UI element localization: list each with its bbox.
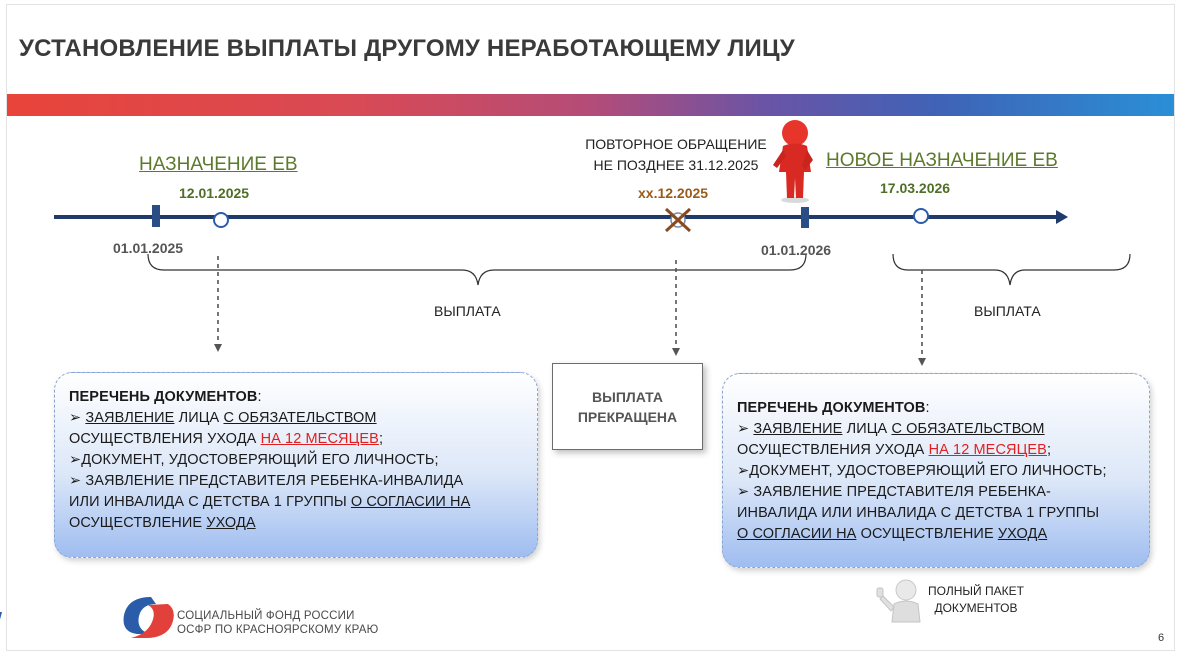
docs-left-l6a: ОСУЩЕСТВЛЕНИЕ — [69, 515, 207, 531]
repeat-heading-line2: НЕ ПОЗДНЕЕ 31.12.2025 — [593, 157, 759, 173]
dashed-arrow-left — [214, 256, 222, 352]
docs-right-line-1: ➢ ЗАЯВЛЕНИЕ ЛИЦА С ОБЯЗАТЕЛЬСТВОМ — [737, 419, 1135, 440]
docs-right-l1d: С ОБЯЗАТЕЛЬСТВОМ — [891, 421, 1045, 437]
organization-name: СОЦИАЛЬНЫЙ ФОНД РОССИИ ОСФР ПО КРАСНОЯРС… — [177, 609, 378, 637]
cross-icon — [664, 207, 692, 233]
docs-right-line-5: ИНВАЛИДА ИЛИ ИНВАЛИДА С ДЕТСТВА 1 ГРУППЫ — [737, 505, 1100, 521]
docs-left-line-3: ➢ДОКУМЕНТ, УДОСТОВЕРЯЮЩИЙ ЕГО ЛИЧНОСТЬ; — [69, 452, 439, 468]
docs-left-l2c: ; — [378, 431, 384, 447]
docs-right-l6a: О СОГЛАСИИ НА — [737, 526, 857, 542]
docs-right-l6b: ОСУЩЕСТВЛЕНИЕ — [856, 526, 998, 542]
stop-box-line1: ВЫПЛАТА — [592, 388, 663, 405]
docs-right-line-6: О СОГЛАСИИ НА ОСУЩЕСТВЛЕНИЕ УХОДА — [737, 524, 1135, 545]
docs-right-line-2: ОСУЩЕСТВЛЕНИЯ УХОДА НА 12 МЕСЯЦЕВ; — [737, 440, 1135, 461]
docs-right-l6c: УХОДА — [997, 526, 1048, 542]
docs-left-l5a: ИЛИ ИНВАЛИДА С ДЕТСТВА 1 ГРУППЫ — [69, 494, 351, 510]
header-gradient-bar — [7, 94, 1174, 116]
red-figure-icon — [773, 120, 813, 203]
payment-label-2: ВЫПЛАТА — [974, 303, 1041, 319]
docs-right-l1c: ЛИЦА — [842, 421, 892, 437]
docs-left-l6b: УХОДА — [206, 515, 256, 531]
docs-left-line-head: ПЕРЕЧЕНЬ ДОКУМЕНТОВ: — [69, 387, 523, 408]
docs-right-heading: ПЕРЕЧЕНЬ ДОКУМЕНТОВ — [737, 400, 926, 416]
docs-left-l1c: ЛИЦА — [174, 410, 224, 426]
docs-left-colon: : — [257, 389, 262, 405]
timeline-arrowhead — [1056, 210, 1068, 224]
documents-box-right: ПЕРЕЧЕНЬ ДОКУМЕНТОВ: ➢ ЗАЯВЛЕНИЕ ЛИЦА С … — [722, 373, 1150, 568]
org-line1: СОЦИАЛЬНЫЙ ФОНД РОССИИ — [177, 610, 355, 622]
docs-right-line-3: ➢ДОКУМЕНТ, УДОСТОВЕРЯЮЩИЙ ЕГО ЛИЧНОСТЬ; — [737, 463, 1107, 479]
docs-left-l2b: НА 12 МЕСЯЦЕВ — [260, 431, 379, 447]
first-assignment-heading: НАЗНАЧЕНИЕ ЕВ — [139, 154, 298, 175]
docs-right-l1b: ЗАЯВЛЕНИЕ — [753, 421, 843, 437]
start-date-2025: 01.01.2025 — [113, 240, 184, 256]
package-line2: ДОКУМЕНТОВ — [934, 601, 1018, 615]
full-package-label: ПОЛНЫЙ ПАКЕТ ДОКУМЕНТОВ — [928, 583, 1024, 617]
docs-right-colon: : — [925, 400, 930, 416]
repeat-heading-line1: ПОВТОРНОЕ ОБРАЩЕНИЕ — [585, 136, 767, 152]
bullet-arrow: ➢ — [737, 421, 754, 437]
new-assignment-date: 17.03.2026 — [880, 180, 951, 196]
docs-right-line-4: ➢ ЗАЯВЛЕНИЕ ПРЕДСТАВИТЕЛЯ РЕБЕНКА- — [737, 484, 1051, 500]
docs-left-line-1: ➢ ЗАЯВЛЕНИЕ ЛИЦА С ОБЯЗАТЕЛЬСТВОМ — [69, 408, 523, 429]
payment-stopped-box: ВЫПЛАТА ПРЕКРАЩЕНА — [552, 363, 703, 450]
docs-right-line-head: ПЕРЕЧЕНЬ ДОКУМЕНТОВ: — [737, 398, 1135, 419]
payment-label-1: ВЫПЛАТА — [434, 303, 501, 319]
docs-right-l2c: ; — [1046, 442, 1052, 458]
docs-right-l2b: НА 12 МЕСЯЦЕВ — [928, 442, 1047, 458]
thinking-figure-icon — [876, 579, 921, 623]
dashed-arrow-middle — [672, 260, 680, 356]
start-date-2026: 01.01.2026 — [761, 242, 832, 258]
dashed-arrow-right — [918, 270, 926, 366]
brace-payment-2 — [892, 253, 1131, 286]
marker-2026 — [801, 207, 809, 228]
docs-left-line-5: ИЛИ ИНВАЛИДА С ДЕТСТВА 1 ГРУППЫ О СОГЛАС… — [69, 492, 523, 513]
bullet-arrow: ➢ — [69, 410, 86, 426]
repeat-date: хх.12.2025 — [638, 185, 709, 201]
marker-2025 — [152, 205, 160, 227]
page-title: УСТАНОВЛЕНИЕ ВЫПЛАТЫ ДРУГОМУ НЕРАБОТАЮЩЕ… — [19, 35, 795, 62]
page-number: 6 — [1158, 632, 1165, 644]
docs-left-line-6: ОСУЩЕСТВЛЕНИЕ УХОДА — [69, 513, 523, 534]
brace-payment-1 — [147, 253, 807, 286]
docs-left-heading: ПЕРЕЧЕНЬ ДОКУМЕНТОВ — [69, 389, 258, 405]
first-assignment-date: 12.01.2025 — [179, 185, 250, 201]
docs-left-l2a: ОСУЩЕСТВЛЕНИЯ УХОДА — [69, 431, 261, 447]
docs-right-l2a: ОСУЩЕСТВЛЕНИЯ УХОДА — [737, 442, 929, 458]
new-assignment-heading: НОВОЕ НАЗНАЧЕНИЕ ЕВ — [826, 150, 1058, 171]
logo-icon — [0, 597, 174, 638]
stop-box-line2: ПРЕКРАЩЕНА — [577, 408, 678, 425]
point-new-assignment — [913, 208, 929, 224]
org-line2: ОСФР ПО КРАСНОЯРСКОМУ КРАЮ — [177, 624, 379, 636]
repeat-application-heading: ПОВТОРНОЕ ОБРАЩЕНИЕ НЕ ПОЗДНЕЕ 31.12.202… — [570, 134, 782, 176]
package-line1: ПОЛНЫЙ ПАКЕТ — [928, 584, 1024, 598]
docs-left-l1b: ЗАЯВЛЕНИЕ — [85, 410, 175, 426]
documents-box-left: ПЕРЕЧЕНЬ ДОКУМЕНТОВ: ➢ ЗАЯВЛЕНИЕ ЛИЦА С … — [54, 372, 538, 558]
docs-left-l5b: О СОГЛАСИИ НА — [350, 494, 471, 510]
point-first-assignment — [213, 212, 229, 228]
docs-left-line-2: ОСУЩЕСТВЛЕНИЯ УХОДА НА 12 МЕСЯЦЕВ; — [69, 429, 523, 450]
docs-left-line-4: ➢ ЗАЯВЛЕНИЕ ПРЕДСТАВИТЕЛЯ РЕБЕНКА-ИНВАЛИ… — [69, 473, 464, 489]
docs-left-l1d: С ОБЯЗАТЕЛЬСТВОМ — [223, 410, 377, 426]
